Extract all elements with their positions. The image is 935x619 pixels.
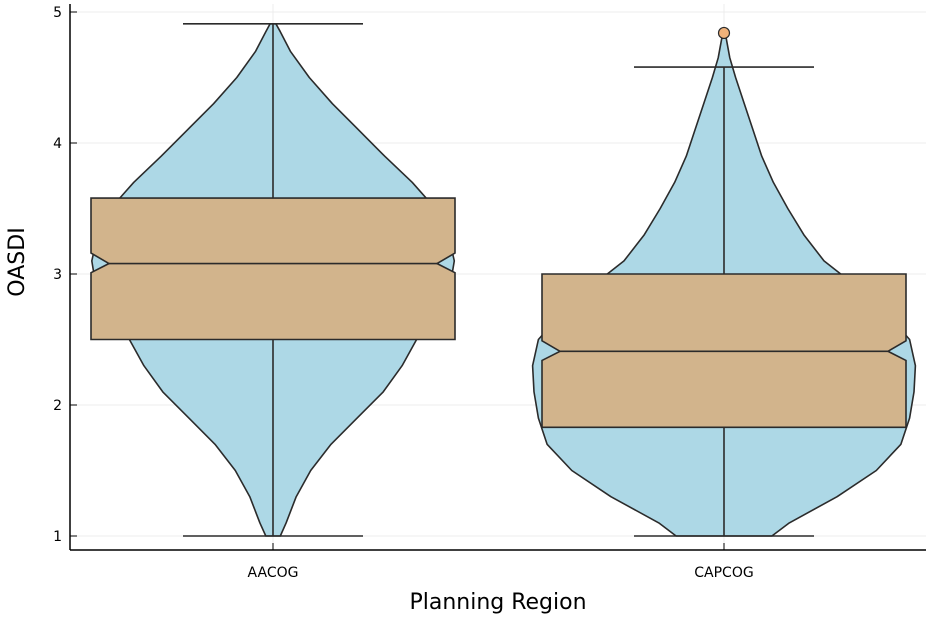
y-axis-title: OASDI	[5, 227, 30, 296]
y-tick-label: 1	[53, 529, 62, 545]
series-layer	[90, 22, 917, 537]
notched-box-aacog	[90, 197, 456, 341]
x-tick-label-aacog: AACOG	[248, 565, 299, 581]
axis-layer	[69, 4, 926, 551]
outlier-point-capcog	[717, 26, 731, 40]
x-axis-title: Planning Region	[409, 590, 586, 615]
y-tick-label: 2	[53, 398, 62, 414]
x-tick-label-capcog: CAPCOG	[694, 565, 753, 581]
y-tick-label: 5	[53, 5, 62, 21]
y-tick-label: 4	[53, 136, 62, 152]
y-tick-label: 3	[53, 267, 62, 283]
